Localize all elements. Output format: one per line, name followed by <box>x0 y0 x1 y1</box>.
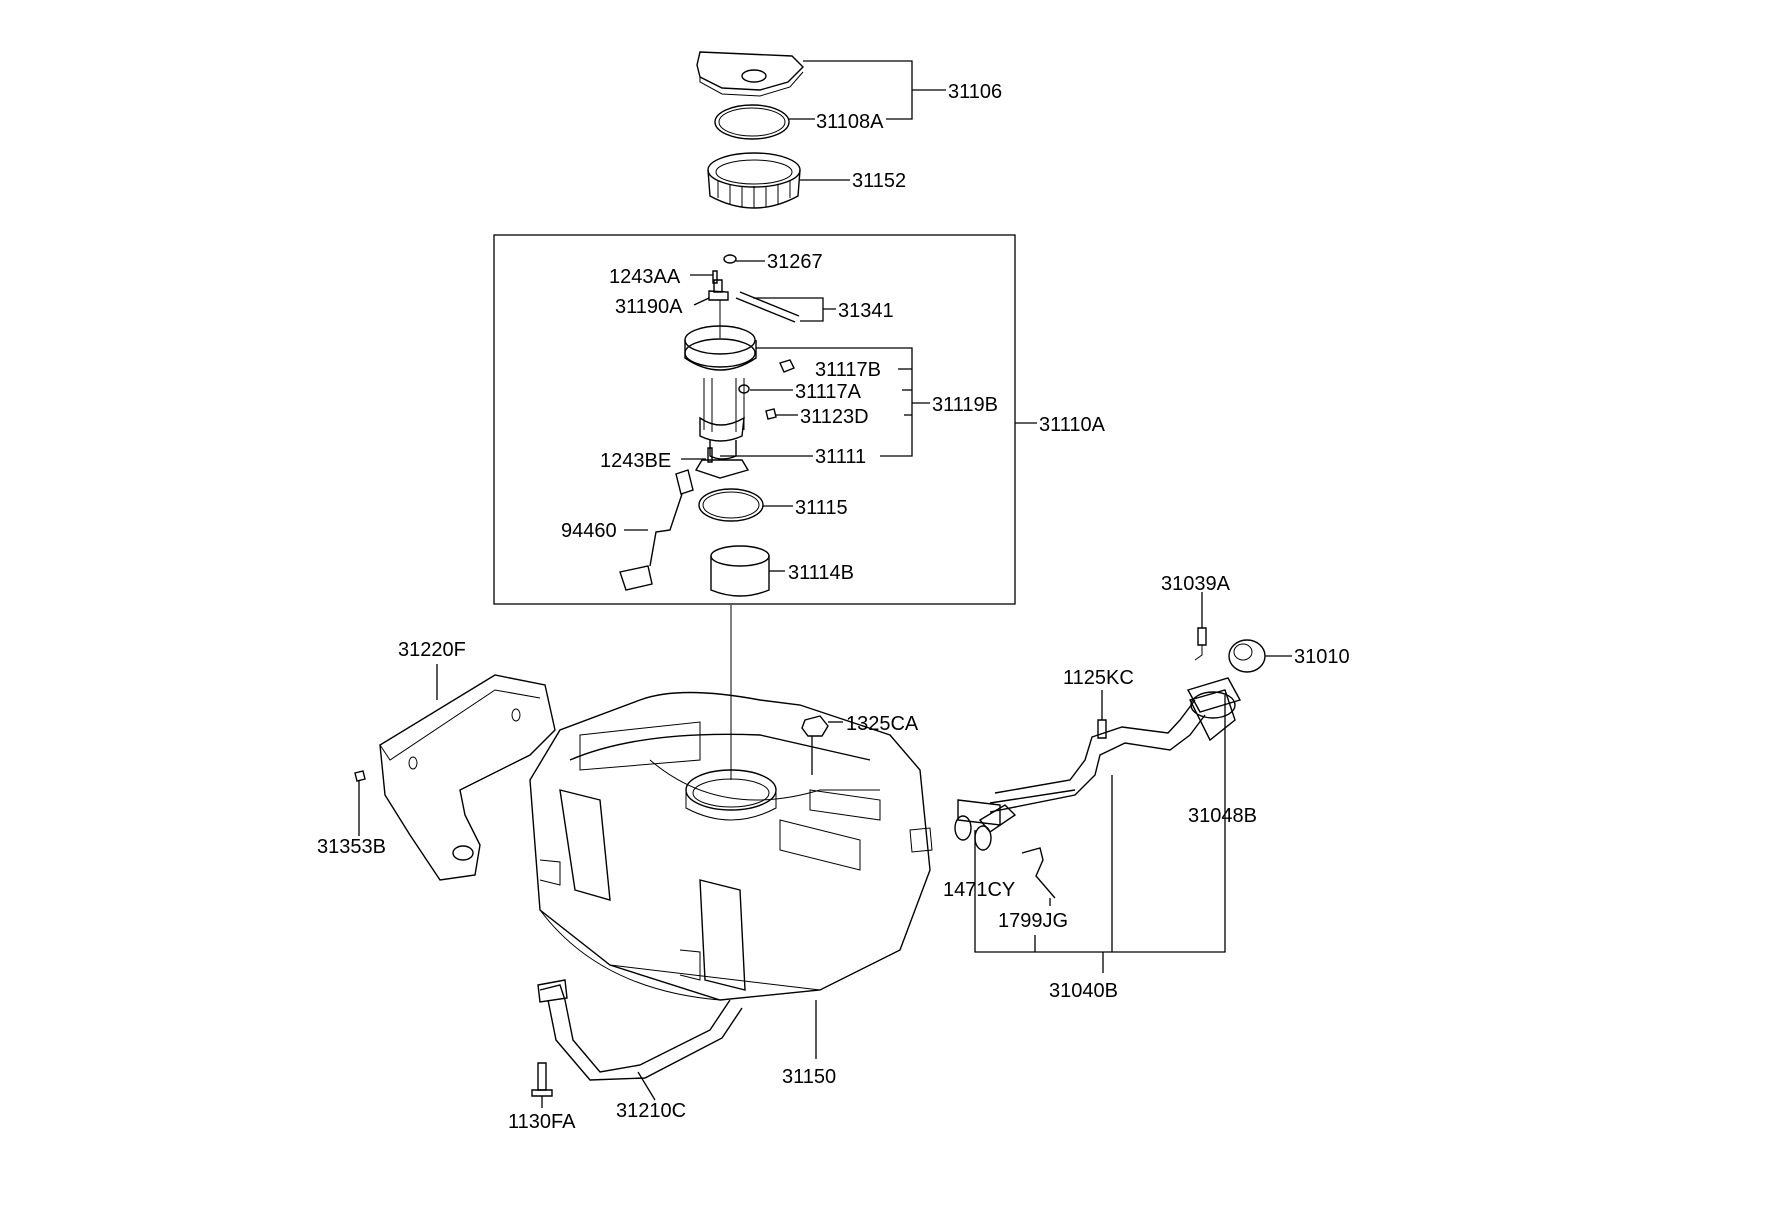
label-1325CA[interactable]: 1325CA <box>846 713 919 735</box>
label-31117A[interactable]: 31117A <box>795 381 862 403</box>
part-31106-cover[interactable] <box>696 51 804 97</box>
label-31210C[interactable]: 31210C <box>616 1100 686 1122</box>
part-31108A-seal[interactable] <box>714 104 790 140</box>
label-31150[interactable]: 31150 <box>782 1066 836 1088</box>
label-1243BE[interactable]: 1243BE <box>600 450 671 472</box>
part-31341-hose[interactable] <box>735 291 800 323</box>
label-1471CY[interactable]: 1471CY <box>943 879 1015 901</box>
label-31040B[interactable]: 31040B <box>1049 980 1118 1002</box>
part-94460-sender[interactable] <box>619 469 694 591</box>
part-31210C-strap[interactable] <box>537 979 743 1081</box>
part-31040B-filler-neck[interactable] <box>989 677 1242 813</box>
label-31123D[interactable]: 31123D <box>800 406 869 428</box>
part-1799JG-clip[interactable] <box>1021 847 1056 899</box>
part-31010-fuel-cap[interactable] <box>1228 639 1266 673</box>
label-31048B[interactable]: 31048B <box>1188 805 1257 827</box>
part-31114B-filter[interactable] <box>710 545 770 597</box>
part-31267-oring[interactable] <box>723 254 737 264</box>
label-1125KC[interactable]: 1125KC <box>1063 667 1134 689</box>
part-1243BE-screw[interactable] <box>707 447 713 463</box>
part-31039A-screw[interactable] <box>1194 627 1207 661</box>
part-31152-lock-ring[interactable] <box>707 152 801 209</box>
label-1243AA[interactable]: 1243AA <box>609 266 681 288</box>
part-31220F-heat-shield[interactable] <box>379 674 556 881</box>
part-31353B-clip[interactable] <box>354 770 366 782</box>
part-1130FA-bolt[interactable] <box>531 1062 553 1097</box>
label-31152[interactable]: 31152 <box>852 170 906 192</box>
label-31010[interactable]: 31010 <box>1294 646 1350 668</box>
label-31106[interactable]: 31106 <box>948 81 1002 103</box>
label-1799JG[interactable]: 1799JG <box>998 910 1068 932</box>
label-31267[interactable]: 31267 <box>767 251 823 273</box>
part-1125KC-screw[interactable] <box>1097 719 1107 739</box>
part-labels: 31106 31108A 31152 31267 1243AA 31190A 3… <box>317 81 1350 1133</box>
label-31220F[interactable]: 31220F <box>398 639 466 661</box>
label-31115[interactable]: 31115 <box>795 497 848 519</box>
label-31353B[interactable]: 31353B <box>317 836 386 858</box>
label-94460[interactable]: 94460 <box>561 520 617 542</box>
label-31111[interactable]: 31111 <box>815 446 866 468</box>
part-31117B-clip[interactable] <box>779 359 795 373</box>
label-31039A[interactable]: 31039A <box>1161 573 1231 595</box>
label-31108A[interactable]: 31108A <box>816 111 884 133</box>
leader-lines <box>358 60 1292 1108</box>
label-31114B[interactable]: 31114B <box>788 562 854 584</box>
part-31150-fuel-tank[interactable] <box>529 691 933 1001</box>
label-31341[interactable]: 31341 <box>838 300 894 322</box>
label-31110A[interactable]: 31110A <box>1039 414 1106 436</box>
part-1325CA-nut[interactable] <box>801 715 829 737</box>
label-31119B[interactable]: 31119B <box>932 394 998 416</box>
label-31190A[interactable]: 31190A <box>615 296 683 318</box>
part-31119B-pump-module[interactable] <box>684 300 757 479</box>
part-31117A-oring[interactable] <box>738 384 750 394</box>
part-1243AA-screw[interactable] <box>712 270 718 284</box>
part-31123D-clip[interactable] <box>765 408 777 420</box>
part-31190A-fitting[interactable] <box>708 279 729 301</box>
assembly-31110A-frame <box>493 234 1016 605</box>
part-31115-gasket[interactable] <box>698 488 764 522</box>
label-31117B[interactable]: 31117B <box>815 359 881 381</box>
label-1130FA[interactable]: 1130FA <box>508 1111 576 1133</box>
